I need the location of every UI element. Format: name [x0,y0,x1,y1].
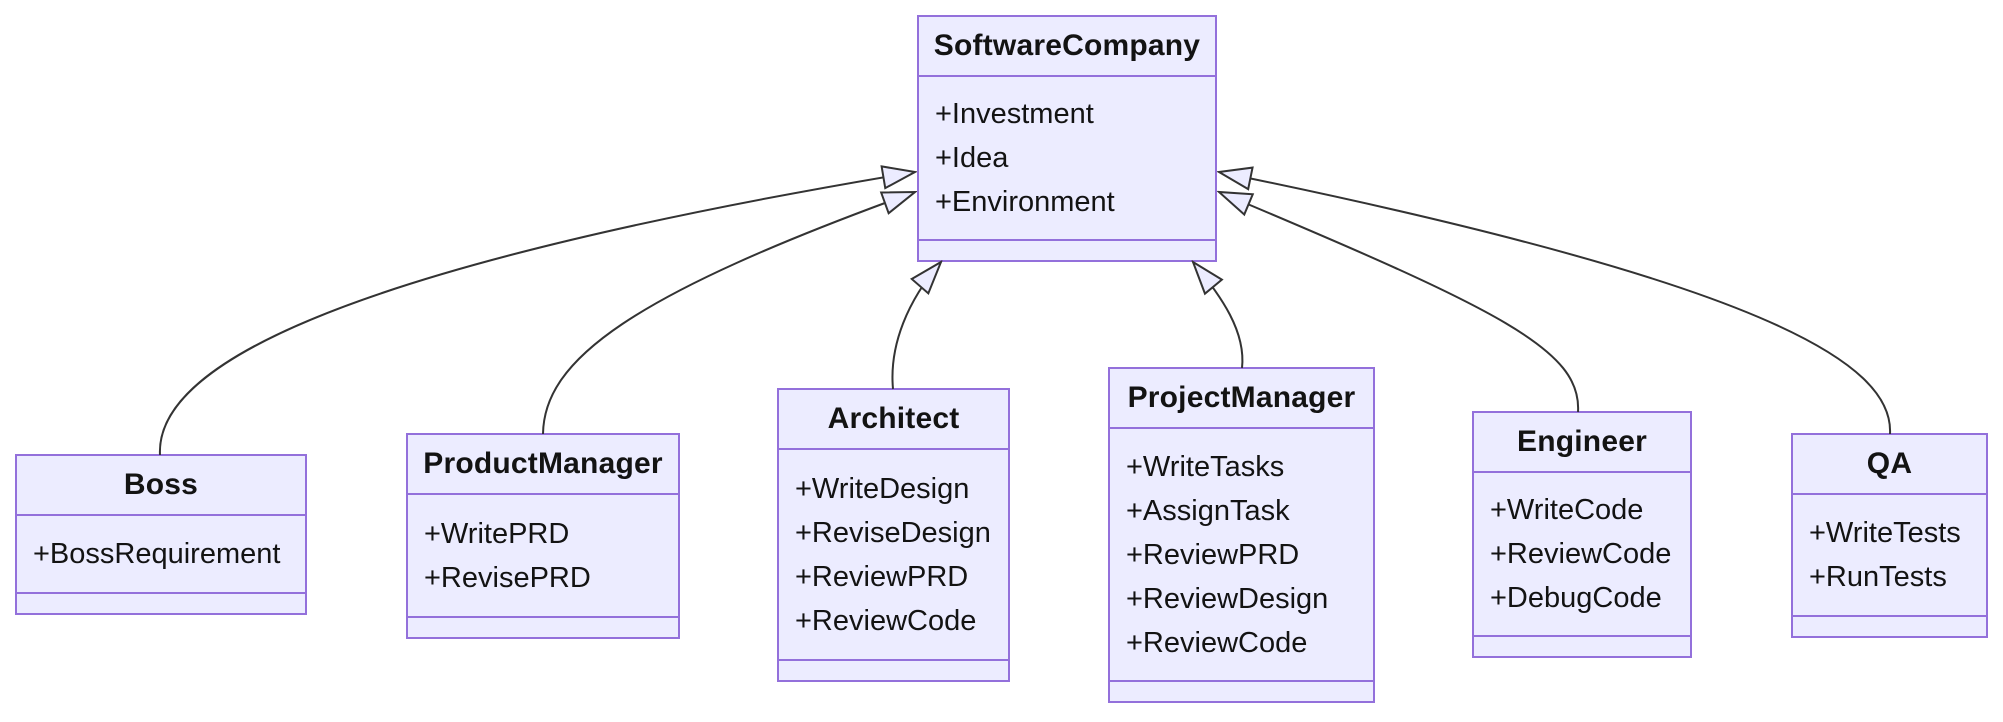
class-title: ProjectManager [1110,369,1373,429]
class-member: +ReviewCode [1126,626,1308,659]
class-member: +ReviewPRD [1126,538,1300,571]
class-members: +Investment +Idea +Environment [919,77,1215,239]
class-title: QA [1793,435,1986,495]
class-member: +ReviewCode [795,604,977,637]
edge-architect-to-softwarecompany [891,262,941,390]
class-members: +BossRequirement [17,516,305,592]
class-member: +BossRequirement [33,538,281,570]
class-members: +WritePRD +RevisePRD [408,495,678,616]
class-member: +WriteTasks [1126,450,1285,483]
class-members: +WriteTasks +AssignTask +ReviewPRD +Revi… [1110,429,1373,680]
class-member: +WriteTests [1809,517,1961,549]
class-members: +WriteCode +ReviewCode +DebugCode [1474,473,1690,635]
class-members: +WriteDesign +ReviseDesign +ReviewPRD +R… [779,450,1008,659]
class-methods-empty [1793,615,1986,636]
class-members: +WriteTests +RunTests [1793,495,1986,615]
class-title: Architect [779,390,1008,450]
class-title: SoftwareCompany [919,17,1215,77]
class-member: +ReviseDesign [795,516,991,549]
class-methods-empty [17,592,305,613]
class-member: +Investment [935,98,1094,130]
class-box-boss: Boss +BossRequirement [15,454,307,615]
class-box-productmanager: ProductManager +WritePRD +RevisePRD [406,433,680,639]
class-box-engineer: Engineer +WriteCode +ReviewCode +DebugCo… [1472,411,1692,658]
class-member: +DebugCode [1490,582,1662,614]
class-methods-empty [408,616,678,637]
class-member: +ReviewCode [1490,538,1672,570]
class-methods-empty [1474,635,1690,656]
class-member: +ReviewPRD [795,560,969,593]
class-member: +RunTests [1809,561,1947,593]
class-methods-empty [1110,680,1373,701]
class-member: +Idea [935,142,1009,174]
class-title: ProductManager [408,435,678,495]
class-box-softwarecompany: SoftwareCompany +Investment +Idea +Envir… [917,15,1217,262]
class-title: Boss [17,456,305,516]
class-title: Engineer [1474,413,1690,473]
class-methods-empty [919,239,1215,260]
class-member: +ReviewDesign [1126,582,1329,615]
class-member: +AssignTask [1126,494,1290,527]
class-member: +WriteDesign [795,472,970,505]
class-methods-empty [779,659,1008,680]
class-member: +Environment [935,186,1115,218]
class-member: +WriteCode [1490,494,1644,526]
class-member: +WritePRD [424,517,570,550]
class-box-projectmanager: ProjectManager +WriteTasks +AssignTask +… [1108,367,1375,703]
edge-projectmanager-to-softwarecompany [1193,262,1244,369]
class-box-qa: QA +WriteTests +RunTests [1791,433,1988,638]
class-member: +RevisePRD [424,561,591,594]
class-box-architect: Architect +WriteDesign +ReviseDesign +Re… [777,388,1010,682]
